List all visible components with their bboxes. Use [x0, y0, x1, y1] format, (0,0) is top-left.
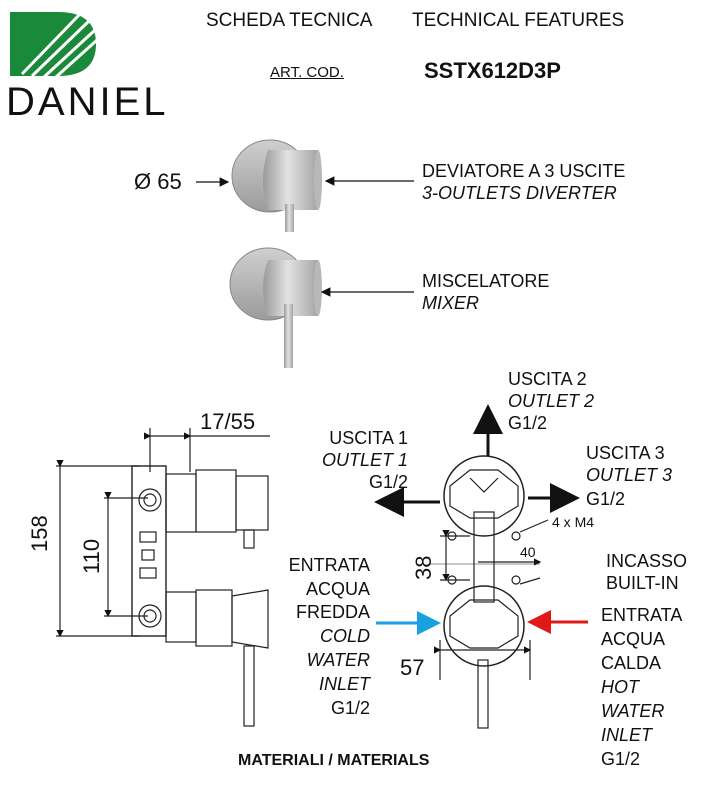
- outlet3-size: G1/2: [586, 489, 626, 509]
- diverter-illustration: [231, 139, 322, 232]
- cold-inlet-line7: G1/2: [330, 698, 370, 718]
- builtin-en: BUILT-IN: [606, 573, 679, 593]
- title-en: TECHNICAL FEATURES: [412, 10, 625, 31]
- hot-inlet-line1: ENTRATA: [601, 605, 683, 625]
- front-view-drawing: [430, 455, 549, 729]
- art-code-label: ART. COD.: [270, 64, 344, 81]
- cold-inlet-line1: ENTRATA: [288, 555, 370, 575]
- art-code-value: SSTX612D3P: [424, 58, 561, 83]
- diverter-label-it: DEVIATORE A 3 USCITE: [422, 161, 626, 181]
- cold-inlet-line3: FREDDA: [295, 602, 370, 622]
- cold-inlet-line2: ACQUA: [305, 579, 370, 599]
- outlet2-en: OUTLET 2: [508, 391, 595, 411]
- mixer-illustration: [229, 247, 322, 368]
- cold-inlet-line5: WATER: [306, 650, 370, 670]
- diverter-label-en: 3-OUTLETS DIVERTER: [422, 183, 617, 203]
- outlet2-it: USCITA 2: [508, 369, 587, 389]
- builtin-it: INCASSO: [606, 551, 688, 571]
- dim-height-total: 158: [27, 515, 52, 552]
- outlet1-size: G1/2: [368, 472, 408, 492]
- dim-height-inner: 110: [79, 538, 104, 574]
- daniel-logo-mark: [10, 12, 99, 79]
- cold-inlet-line6: INLET: [318, 674, 370, 694]
- outlet1-it: USCITA 1: [329, 428, 408, 448]
- dim-width: 57: [400, 655, 425, 680]
- mixer-label-en: MIXER: [422, 293, 480, 313]
- outlet1-en: OUTLET 1: [321, 450, 408, 470]
- side-view-drawing: [56, 428, 270, 727]
- dim-offset: 40: [520, 544, 536, 560]
- dim-screws: 4 x M4: [552, 514, 595, 530]
- dim-depth: 17/55: [200, 409, 256, 434]
- title-it: SCHEDA TECNICA: [206, 10, 373, 31]
- mixer-label-it: MISCELATORE: [422, 271, 550, 291]
- outlet3-en: OUTLET 3: [586, 465, 673, 485]
- hot-inlet-line3: CALDA: [601, 653, 662, 673]
- outlet2-size: G1/2: [508, 413, 548, 433]
- brand-name: DANIEL: [6, 80, 169, 124]
- materials-heading: MATERIALI / MATERIALS: [238, 752, 430, 769]
- hot-inlet-line6: INLET: [601, 725, 653, 745]
- hot-inlet-line7: G1/2: [601, 749, 641, 769]
- cold-inlet-line4: COLD: [319, 626, 370, 646]
- hot-inlet-line4: HOT: [601, 677, 639, 697]
- hot-inlet-line5: WATER: [601, 701, 665, 721]
- outlet3-it: USCITA 3: [586, 443, 665, 463]
- diameter-label: Ø 65: [134, 169, 182, 194]
- dim-spacing: 38: [411, 555, 436, 580]
- hot-inlet-line2: ACQUA: [601, 629, 666, 649]
